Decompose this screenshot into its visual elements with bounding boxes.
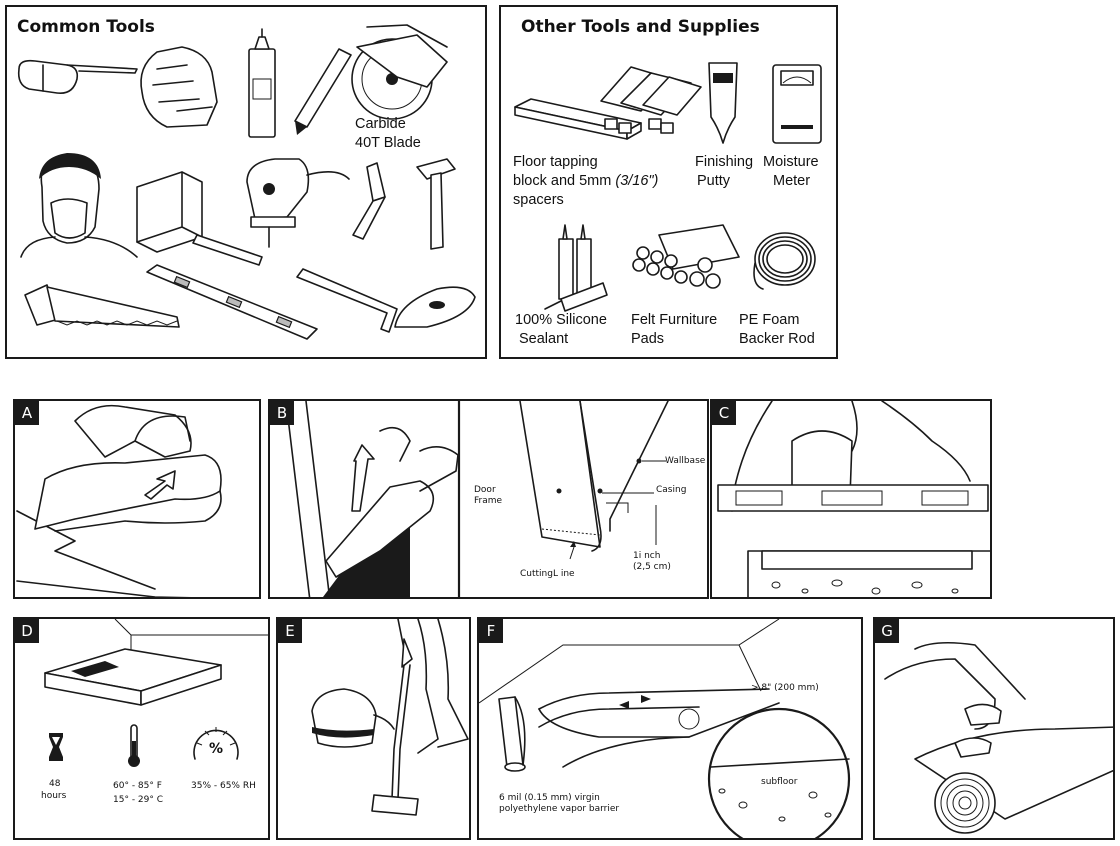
tape-measure-icon (136, 171, 263, 266)
floor-block-label-2a: block and 5mm (513, 173, 616, 189)
common-tools-illustrations (17, 24, 476, 340)
step-e-panel: E (276, 617, 471, 840)
step-c-panel: C (710, 399, 992, 599)
step-g-tag: G (875, 619, 899, 643)
floor-block-label-1: Floor tapping (513, 154, 598, 170)
step-a-illustration (16, 404, 222, 597)
spacers-icon (600, 66, 702, 134)
safety-glasses-icon (17, 59, 138, 95)
chisel-icon (352, 162, 386, 240)
wallbase-label: Wallbase (665, 456, 706, 466)
door-frame-label-1: Door (474, 485, 496, 495)
vapor-barrier-roll-icon (498, 696, 526, 772)
step-c-tag: C (712, 401, 736, 425)
jigsaw-icon (246, 158, 350, 248)
step-d-panel: D % 48 hours 60° - 85° F 15° - 29° C 35%… (13, 617, 270, 840)
step-f-tag: F (479, 619, 503, 643)
handsaw-icon (24, 284, 180, 328)
humidity-gauge-icon (193, 727, 239, 760)
backer-rod-icon (753, 232, 816, 290)
step-a-tag: A (15, 401, 39, 425)
dust-mask-person-icon (20, 153, 138, 258)
cutting-line-label: CuttingL ine (520, 569, 575, 579)
silicone-sealant-icon (544, 224, 608, 312)
common-tools-panel: Common Tools (5, 5, 487, 359)
step-f-illustration (479, 619, 851, 838)
rod-label-1: PE Foam (739, 312, 800, 328)
pencil-icon (294, 48, 352, 135)
step-f-panel: F > 8" (200 mm) subfloor 6 mil (0.15 mm)… (477, 617, 863, 840)
moisture-meter-icon (772, 64, 822, 144)
inch-label-2: (2,5 cm) (633, 562, 671, 572)
step-a-panel: A (13, 399, 261, 599)
hours-unit: hours (41, 791, 67, 801)
step-d-illustration (44, 619, 268, 767)
sealant-label-1: 100% Silicone (515, 312, 607, 328)
meter-label-2: Meter (773, 173, 811, 189)
putty-label-1: Finishing (695, 154, 754, 170)
other-tools-title: Other Tools and Supplies (521, 17, 760, 37)
carbide-blade-label-1: Carbide (355, 116, 406, 132)
common-tools-title: Common Tools (17, 17, 155, 37)
humidity-range: 35% - 65% RH (191, 781, 256, 791)
inch-label-1: 1i nch (633, 551, 661, 561)
thermometer-icon (128, 724, 140, 767)
barrier-label-2: polyethylene vapor barrier (499, 804, 620, 814)
step-e-tag: E (278, 619, 302, 643)
finishing-putty-icon (708, 62, 738, 144)
pads-label-2: Pads (631, 331, 665, 347)
meter-label-1: Moisture (763, 154, 819, 170)
glue-bottle-icon (248, 28, 276, 138)
carbide-blade-label-2: 40T Blade (355, 135, 421, 151)
floor-block-label-3: spacers (513, 192, 564, 208)
step-b-tag: B (270, 401, 294, 425)
step-g-illustration (884, 641, 1113, 834)
felt-pads-icon (632, 224, 740, 289)
barrier-label-1: 6 mil (0.15 mm) virgin (499, 793, 600, 803)
level-icon (146, 264, 318, 340)
pads-label-1: Felt Furniture (631, 312, 718, 328)
floor-block-label-2: block and 5mm (3/16") (513, 172, 658, 191)
pull-bar-icon (296, 268, 398, 333)
circular-saw-icon (351, 24, 448, 120)
step-b-panel: B Wallbase Casing Door Frame CuttingL in… (268, 399, 709, 599)
temperature-f: 60° - 85° F (113, 781, 162, 791)
other-tools-panel: Other Tools and Supplies (499, 5, 838, 359)
step-c-illustration (717, 401, 990, 597)
putty-label-2: Putty (697, 173, 731, 189)
rod-label-2: Backer Rod (739, 331, 815, 347)
hammer-icon (416, 158, 456, 250)
temperature-c: 15° - 29° C (113, 795, 164, 805)
other-tools-illustrations (514, 62, 822, 312)
subfloor-label: subfloor (761, 777, 798, 787)
casing-label: Casing (656, 485, 687, 495)
hourglass-icon (49, 733, 63, 761)
step-g-panel: G (873, 617, 1115, 840)
hours-value: 48 (49, 779, 61, 789)
step-d-tag: D (15, 619, 39, 643)
overlap-label: > 8" (200 mm) (751, 683, 819, 693)
step-b-illustration (285, 401, 669, 597)
gloves-icon (140, 46, 218, 128)
floor-block-label-2b: (3/16") (615, 173, 659, 189)
gauge-percent-symbol: % (209, 741, 224, 757)
step-e-illustration (311, 619, 469, 816)
tapping-block-icon (394, 286, 476, 328)
door-frame-label-2: Frame (474, 496, 503, 506)
sealant-label-2: Sealant (519, 331, 569, 347)
